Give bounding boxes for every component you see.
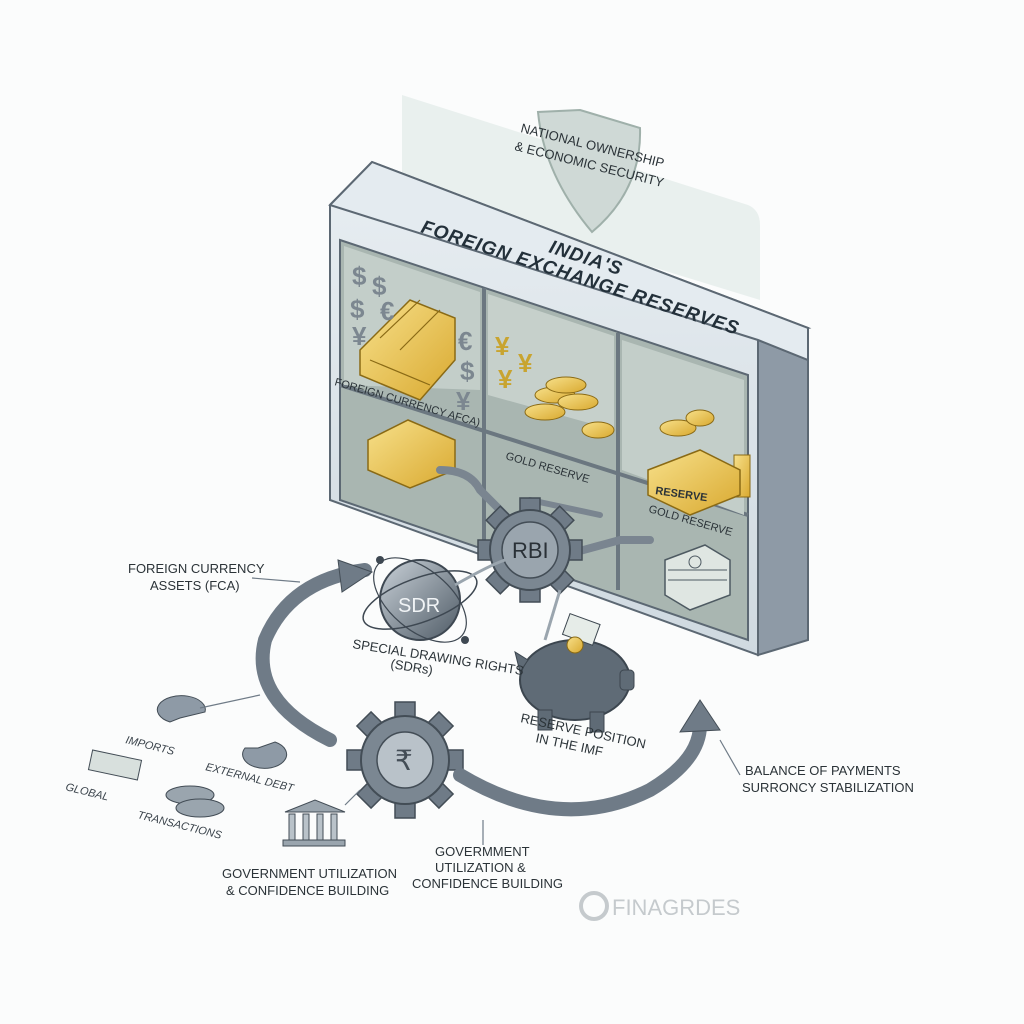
svg-text:¥: ¥ (518, 348, 533, 378)
svg-text:FOREIGN CURRENCY: FOREIGN CURRENCY (128, 561, 265, 576)
currency-symbols-icon: $$ $€ ¥€ $¥ ¥¥ ¥ (350, 261, 533, 416)
cash-stack-icon (664, 544, 731, 611)
flow-label-external-debt: EXTERNAL DEBT (204, 761, 296, 795)
rbi-label: RBI (512, 538, 549, 563)
arrow-head-right-icon (679, 699, 721, 733)
svg-text:¥: ¥ (498, 364, 513, 394)
leader-lines (199, 577, 741, 845)
bank-building-icon (282, 799, 346, 847)
watermark: FINAGRDES (579, 891, 740, 921)
svg-text:ASSETS (FCA): ASSETS (FCA) (150, 578, 240, 593)
imports-pie-icon (156, 695, 206, 723)
svg-text:$: $ (352, 261, 367, 291)
svg-text:SPECIAL DRAWING RIGHTS: SPECIAL DRAWING RIGHTS (352, 636, 526, 678)
svg-text:$: $ (460, 356, 475, 386)
svg-text:€: € (380, 296, 394, 326)
svg-text:BALANCE OF PAYMENTS: BALANCE OF PAYMENTS (745, 763, 901, 778)
sdr-label: SDR (398, 595, 440, 617)
gold-bars (359, 299, 456, 489)
callout-gov-center: GOVERMMENT UTILIZATION & CONFIDENCE BUIL… (412, 844, 563, 891)
svg-text:¥: ¥ (352, 321, 367, 351)
flow-cycle-arrows (255, 563, 707, 817)
reserve-ingot: RESERVE (647, 449, 741, 516)
callout-sdr: SPECIAL DRAWING RIGHTS (SDRs) (352, 636, 526, 678)
flow-label-global: GLOBAL (64, 781, 110, 803)
sdr-sphere: SDR (362, 556, 506, 644)
svg-text:$: $ (350, 294, 365, 324)
logo-icon (579, 891, 609, 921)
watermark-text: FINAGRDES (612, 895, 740, 920)
flow-label-imports: IMPORTS (124, 734, 176, 758)
piggy-bank-icon (514, 589, 635, 733)
callout-fca: FOREIGN CURRENCY ASSETS (FCA) (128, 561, 265, 593)
svg-text:¥: ¥ (495, 331, 510, 361)
svg-text:UTILIZATION &: UTILIZATION & (435, 860, 526, 875)
reserves-vault: $$ $€ ¥€ $¥ ¥¥ ¥ RESERVE (328, 160, 812, 657)
coins-flat-icon (165, 785, 225, 818)
svg-text:& CONFIDENCE BUILDING: & CONFIDENCE BUILDING (226, 883, 389, 898)
svg-text:₹: ₹ (395, 745, 413, 776)
external-debt-pie-icon (242, 741, 288, 769)
callout-gov-left: GOVERNMENT UTILIZATION & CONFIDENCE BUIL… (222, 866, 397, 898)
svg-text:GOVERNMENT UTILIZATION: GOVERNMENT UTILIZATION (222, 866, 397, 881)
rupee-gear-icon: ₹ (346, 701, 464, 819)
callout-bop: BALANCE OF PAYMENTS SURRONCY STABILIZATI… (742, 763, 914, 795)
shield-icon (536, 108, 642, 234)
gold-coins-icon (524, 376, 751, 498)
svg-text:CONFIDENCE BUILDING: CONFIDENCE BUILDING (412, 876, 563, 891)
svg-text:€: € (458, 326, 472, 356)
arrow-head-top-icon (337, 559, 374, 593)
svg-text:SURRONCY STABILIZATION: SURRONCY STABILIZATION (742, 780, 914, 795)
svg-text:(SDRs): (SDRs) (390, 656, 434, 677)
rbi-gear-hub: RBI (477, 497, 583, 603)
svg-text:GOVERMMENT: GOVERMMENT (435, 844, 530, 859)
svg-text:$: $ (372, 271, 387, 301)
svg-text:¥: ¥ (456, 386, 471, 416)
banknote-icon (87, 749, 143, 781)
flow-icons (87, 695, 346, 847)
